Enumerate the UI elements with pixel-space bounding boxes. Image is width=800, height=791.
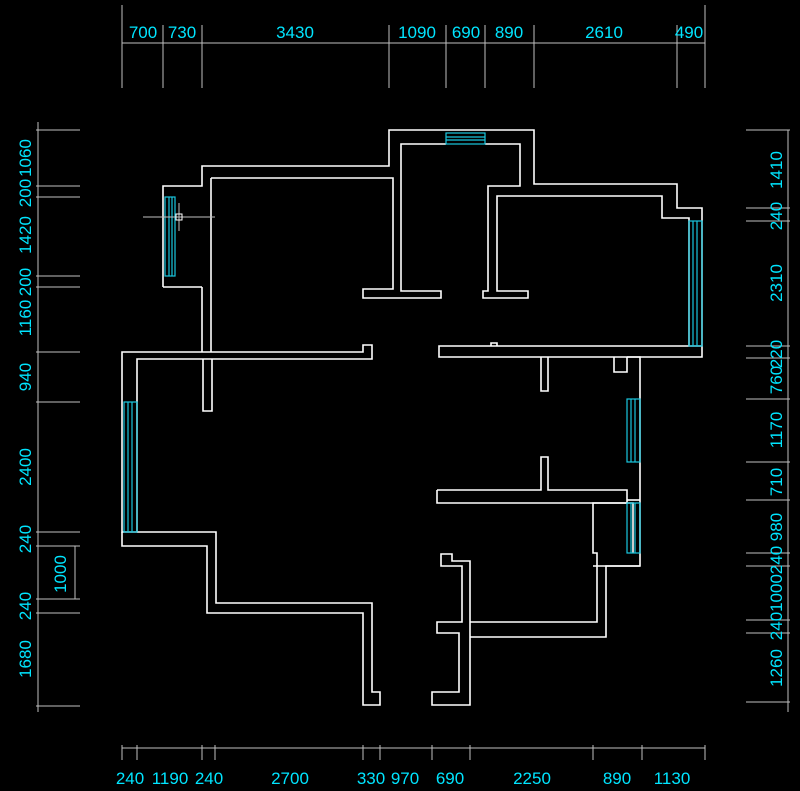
dim-right-5: 760	[767, 366, 786, 394]
window-right-middle	[626, 398, 641, 463]
dim-right-11: 240	[767, 612, 786, 640]
dim-left-3: 1420	[16, 216, 35, 254]
walls	[121, 129, 703, 706]
dim-top-4: 1090	[398, 23, 436, 42]
dimension-labels-left: 1060 200 1420 200 1160 940 2400 240 240 …	[16, 139, 70, 678]
dim-left-4: 200	[16, 268, 35, 296]
dim-right-12: 1260	[767, 649, 786, 687]
dim-left-9: 240	[16, 592, 35, 620]
dim-top-6: 890	[495, 23, 523, 42]
windows	[123, 132, 703, 554]
dim-right-7: 710	[767, 468, 786, 496]
dim-right-3: 2310	[767, 264, 786, 302]
dim-right-9: 240	[767, 546, 786, 574]
dimension-chain-right	[746, 129, 790, 712]
dim-right-6: 1170	[767, 412, 786, 449]
dim-top-1: 700	[129, 23, 157, 42]
dim-top-2: 730	[168, 23, 196, 42]
dim-right-4: 220	[767, 340, 786, 368]
dim-bottom-8: 2250	[513, 769, 551, 788]
dimension-chain-top	[121, 5, 706, 88]
window-top	[445, 132, 486, 145]
dim-top-5: 690	[452, 23, 480, 42]
dim-bottom-10: 1130	[654, 769, 691, 788]
window-left-small	[164, 196, 176, 277]
dim-bottom-2: 1190	[152, 769, 189, 788]
dimension-labels-right: 1410 240 2310 220 760 1170 710 980 240 1…	[767, 151, 786, 687]
dim-top-7: 2610	[585, 23, 623, 42]
dim-left-7: 2400	[16, 448, 35, 486]
dim-left-inner-1: 1000	[51, 555, 70, 593]
dim-bottom-1: 240	[116, 769, 144, 788]
dim-bottom-6: 970	[391, 769, 419, 788]
dim-bottom-3: 240	[195, 769, 223, 788]
dimension-chain-bottom	[121, 745, 706, 760]
dim-bottom-7: 690	[436, 769, 464, 788]
dim-left-1: 1060	[16, 139, 35, 177]
dim-top-8: 490	[675, 23, 703, 42]
dim-right-10: 1000	[767, 574, 786, 612]
dim-left-5: 1160	[16, 300, 35, 337]
dim-left-10: 1680	[16, 640, 35, 678]
dim-bottom-4: 2700	[271, 769, 309, 788]
dim-right-1: 1410	[767, 151, 786, 189]
window-right-top	[688, 220, 703, 347]
dim-bottom-9: 890	[603, 769, 631, 788]
window-right-lower	[626, 502, 641, 554]
dim-left-8: 240	[16, 525, 35, 553]
window-left-large	[123, 401, 138, 533]
dimension-chain-left	[36, 122, 80, 712]
dim-right-2: 240	[767, 202, 786, 230]
dim-bottom-5: 330	[357, 769, 385, 788]
dim-left-6: 940	[16, 363, 35, 391]
dimension-labels-top: 700 730 3430 1090 690 890 2610 490	[129, 23, 703, 42]
crosshair-cursor-icon	[143, 203, 215, 231]
dimension-labels-bottom: 240 1190 240 2700 330 970 690 2250 890 1…	[116, 769, 690, 788]
dim-left-2: 200	[16, 179, 35, 207]
dim-right-8: 980	[767, 513, 786, 541]
dim-top-3: 3430	[276, 23, 314, 42]
